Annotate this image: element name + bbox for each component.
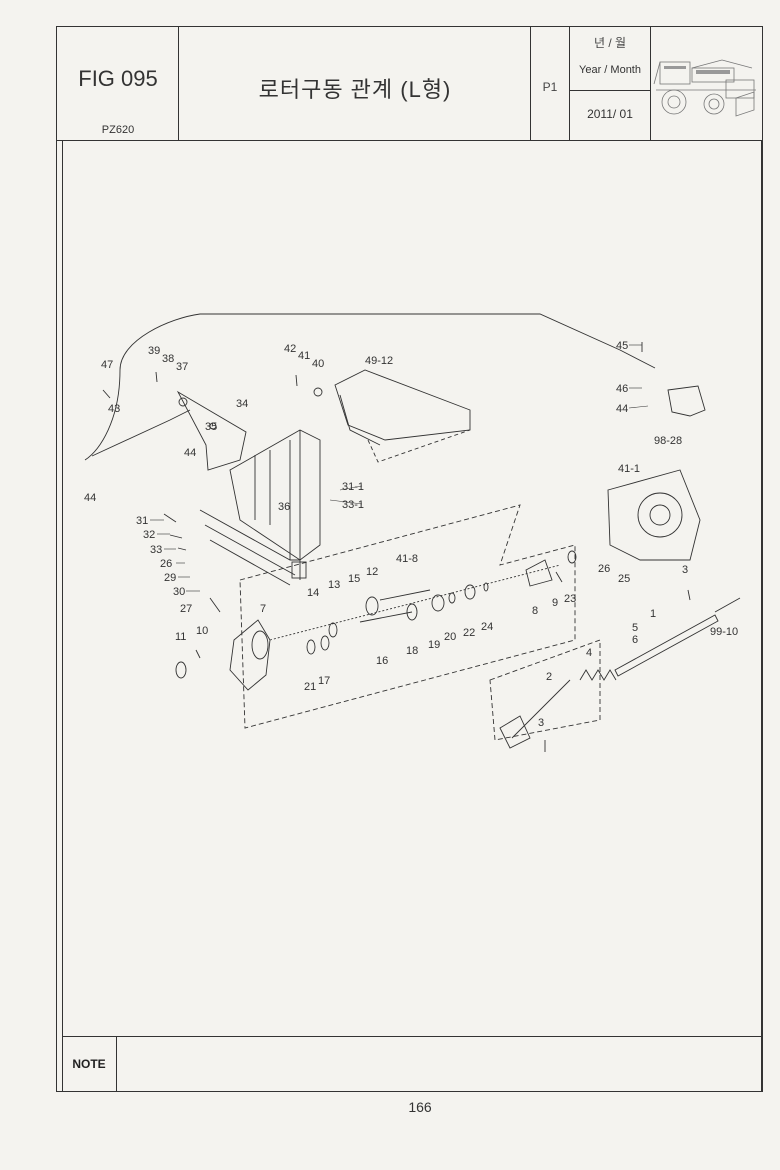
callout-27: 27 [180,603,192,615]
leader-lines [150,344,649,592]
lift-arm-assembly [334,369,471,441]
page-number: 166 [408,1099,432,1115]
callout-44-right: 44 [616,403,628,415]
callout-44-left: 44 [84,492,96,504]
callout-26-left: 26 [160,558,172,570]
callout-41-8: 41-8 [396,553,418,565]
bracket-98-28 [667,385,706,417]
model-code: PZ620 [101,124,135,136]
callout-8: 8 [532,605,538,617]
boot-spring [579,669,617,681]
callout-30: 30 [173,586,185,598]
header-cell-divider-4 [650,26,651,140]
rotor-lever-cable [84,313,656,461]
note-label: NOTE [72,1057,106,1071]
callout-43: 43 [108,403,120,415]
rotor-frame [229,429,321,561]
callout-16: 16 [376,655,388,667]
exploded-parts-diagram: 47 39 38 37 43 44 34 35 44 42 41 40 49-1… [84,313,741,752]
callout-38: 38 [162,353,174,365]
cable-rod [91,409,191,457]
callout-46: 46 [616,383,628,395]
callout-22: 22 [463,627,475,639]
callout-32: 32 [143,529,155,541]
callout-18: 18 [406,645,418,657]
diagram-area-left-border [62,140,63,1092]
header-divider [56,140,763,141]
callout-41: 41 [298,350,310,362]
figure-number: FIG 095 [78,66,158,91]
page-title: 로터구동 관계 (L형) [258,77,452,102]
note-label-divider [116,1036,117,1092]
issue-date: 2011/ 01 [587,107,633,121]
callout-31-1: 31-1 [342,481,364,493]
note-row-top-border [62,1036,761,1037]
callout-41-1: 41-1 [618,463,640,475]
callout-34: 34 [236,398,248,410]
gear-shaft-41-8 [379,589,431,601]
callout-24: 24 [481,621,493,633]
callout-33-1: 33-1 [342,499,364,511]
callout-37: 37 [176,361,188,373]
callout-45: 45 [616,340,628,352]
callout-39: 39 [148,345,160,357]
lever-bracket [176,390,247,471]
callout-17: 17 [318,675,330,687]
callout-36: 36 [278,501,290,513]
part-callouts: 47 39 38 37 43 44 34 35 44 42 41 40 49-1… [84,340,738,729]
callout-23: 23 [564,593,576,605]
rotor-gearbox-housing [607,469,701,561]
main-shaft [614,614,719,677]
universal-joint-shaft [511,679,571,739]
callout-31: 31 [136,515,148,527]
callout-33: 33 [150,544,162,556]
year-month-label-en: Year / Month [579,64,641,76]
gearcase-group-boundary [239,504,576,729]
tractor-thumbnail-image [653,59,756,117]
callout-12: 12 [366,566,378,578]
callout-7: 7 [260,603,266,615]
diagram-area-right-border [761,140,762,1092]
callout-4: 4 [586,647,592,659]
callout-40: 40 [312,358,324,370]
header-cell-divider-1 [178,26,179,140]
header-cell-divider-3 [569,26,570,140]
header-cell-divider-2 [530,26,531,140]
callout-20: 20 [444,631,456,643]
callout-11: 11 [175,631,186,643]
gear-case [229,619,271,691]
callout-10: 10 [196,625,208,637]
year-month-divider [569,90,650,91]
callout-49-12: 49-12 [365,355,393,367]
callout-29: 29 [164,572,176,584]
callout-42: 42 [284,343,296,355]
callout-5: 5 [632,622,638,634]
callout-15: 15 [348,573,360,585]
callout-98-28: 98-28 [654,435,682,447]
callout-21: 21 [304,681,316,693]
page-frame [56,26,763,1092]
callout-3-top: 3 [682,564,688,576]
page-code: P1 [542,80,558,94]
callout-44-mid: 44 [184,447,196,459]
callout-13: 13 [328,579,340,591]
callout-3-bottom: 3 [538,717,544,729]
callout-9: 9 [552,597,558,609]
callout-6: 6 [632,634,638,646]
callout-14: 14 [307,587,319,599]
note-content [118,1038,758,1090]
callout-19: 19 [428,639,440,651]
callout-35: 35 [205,421,217,433]
callout-26-right: 26 [598,563,610,575]
callout-1: 1 [650,608,656,620]
callout-47: 47 [101,359,113,371]
callout-2: 2 [546,671,552,683]
callout-25: 25 [618,573,630,585]
callout-99-10: 99-10 [710,626,738,638]
year-month-label-ko: 년 / 월 [593,36,627,50]
drive-shaft-16 [359,611,413,623]
